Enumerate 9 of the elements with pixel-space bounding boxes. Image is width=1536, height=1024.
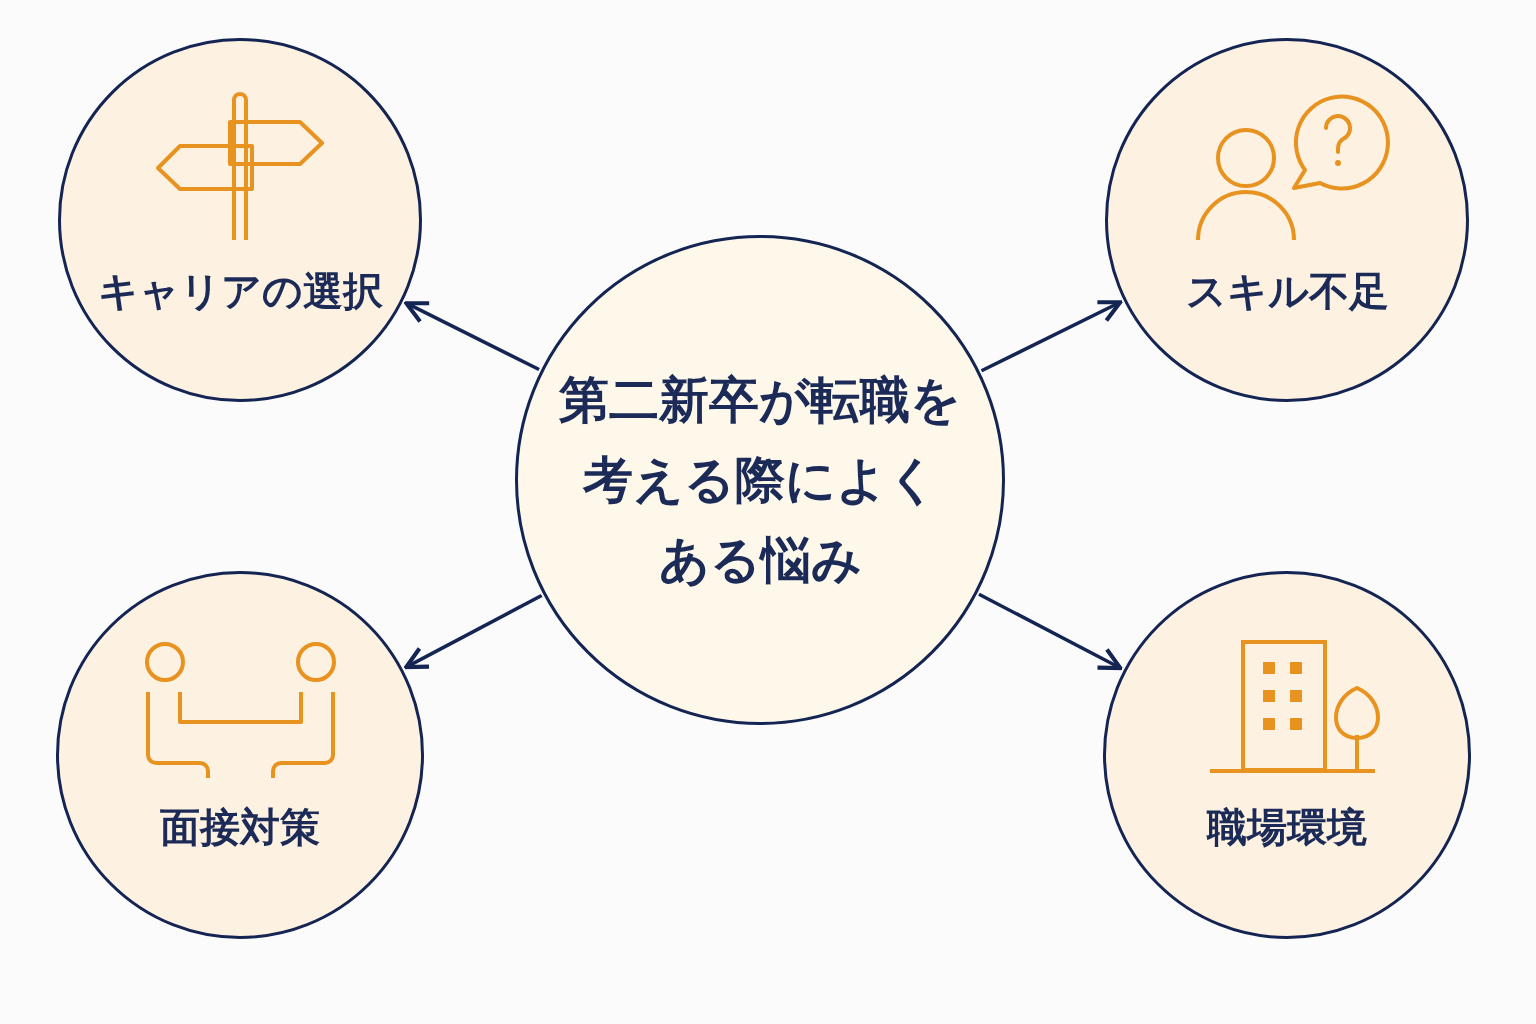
- topic-label: スキル不足: [1184, 268, 1390, 315]
- topic-label: 面接対策: [159, 804, 321, 851]
- topic-label: 職場環境: [1205, 804, 1368, 851]
- arrow: [404, 301, 540, 372]
- arrow: [978, 592, 1123, 671]
- arrow: [980, 300, 1123, 373]
- central-title: 第二新卒が転職を考える際によくある悩み: [558, 371, 962, 590]
- arrow: [404, 593, 543, 670]
- topic-label: キャリアの選択: [96, 268, 384, 315]
